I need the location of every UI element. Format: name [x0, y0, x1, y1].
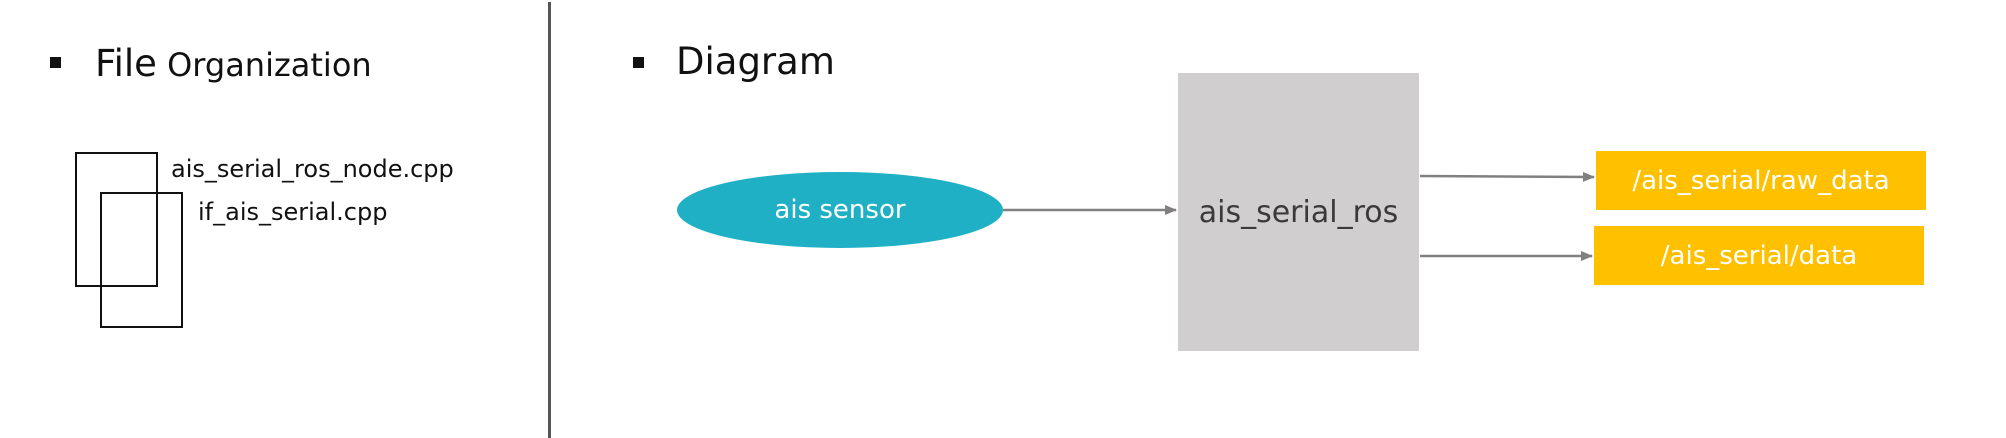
ais-sensor-node: ais sensor [677, 172, 1003, 248]
topic-data-label: /ais_serial/data [1660, 240, 1858, 271]
file-label-if-cpp: if_ais_serial.cpp [198, 198, 388, 226]
ais-serial-ros-label: ais_serial_ros [1198, 194, 1399, 230]
heading-file-word: File [95, 42, 157, 85]
heading-organization-word: Organization [156, 46, 372, 84]
file-organization-bullet [50, 57, 61, 68]
ais-sensor-label: ais sensor [774, 195, 906, 225]
diagram-bullet [633, 57, 644, 68]
file-icon-back [75, 152, 158, 287]
topic-raw-data: /ais_serial/raw_data [1596, 151, 1926, 210]
section-divider [548, 2, 551, 438]
diagram-heading: Diagram [676, 40, 835, 83]
topic-data: /ais_serial/data [1594, 226, 1924, 285]
arrow-node-to-raw-data [1419, 171, 1595, 182]
ais-serial-ros-node: ais_serial_ros [1178, 73, 1419, 351]
file-organization-heading: File Organization [95, 42, 372, 87]
file-icon-front [100, 192, 183, 328]
file-label-node-cpp: ais_serial_ros_node.cpp [171, 155, 454, 183]
topic-raw-data-label: /ais_serial/raw_data [1632, 165, 1890, 196]
